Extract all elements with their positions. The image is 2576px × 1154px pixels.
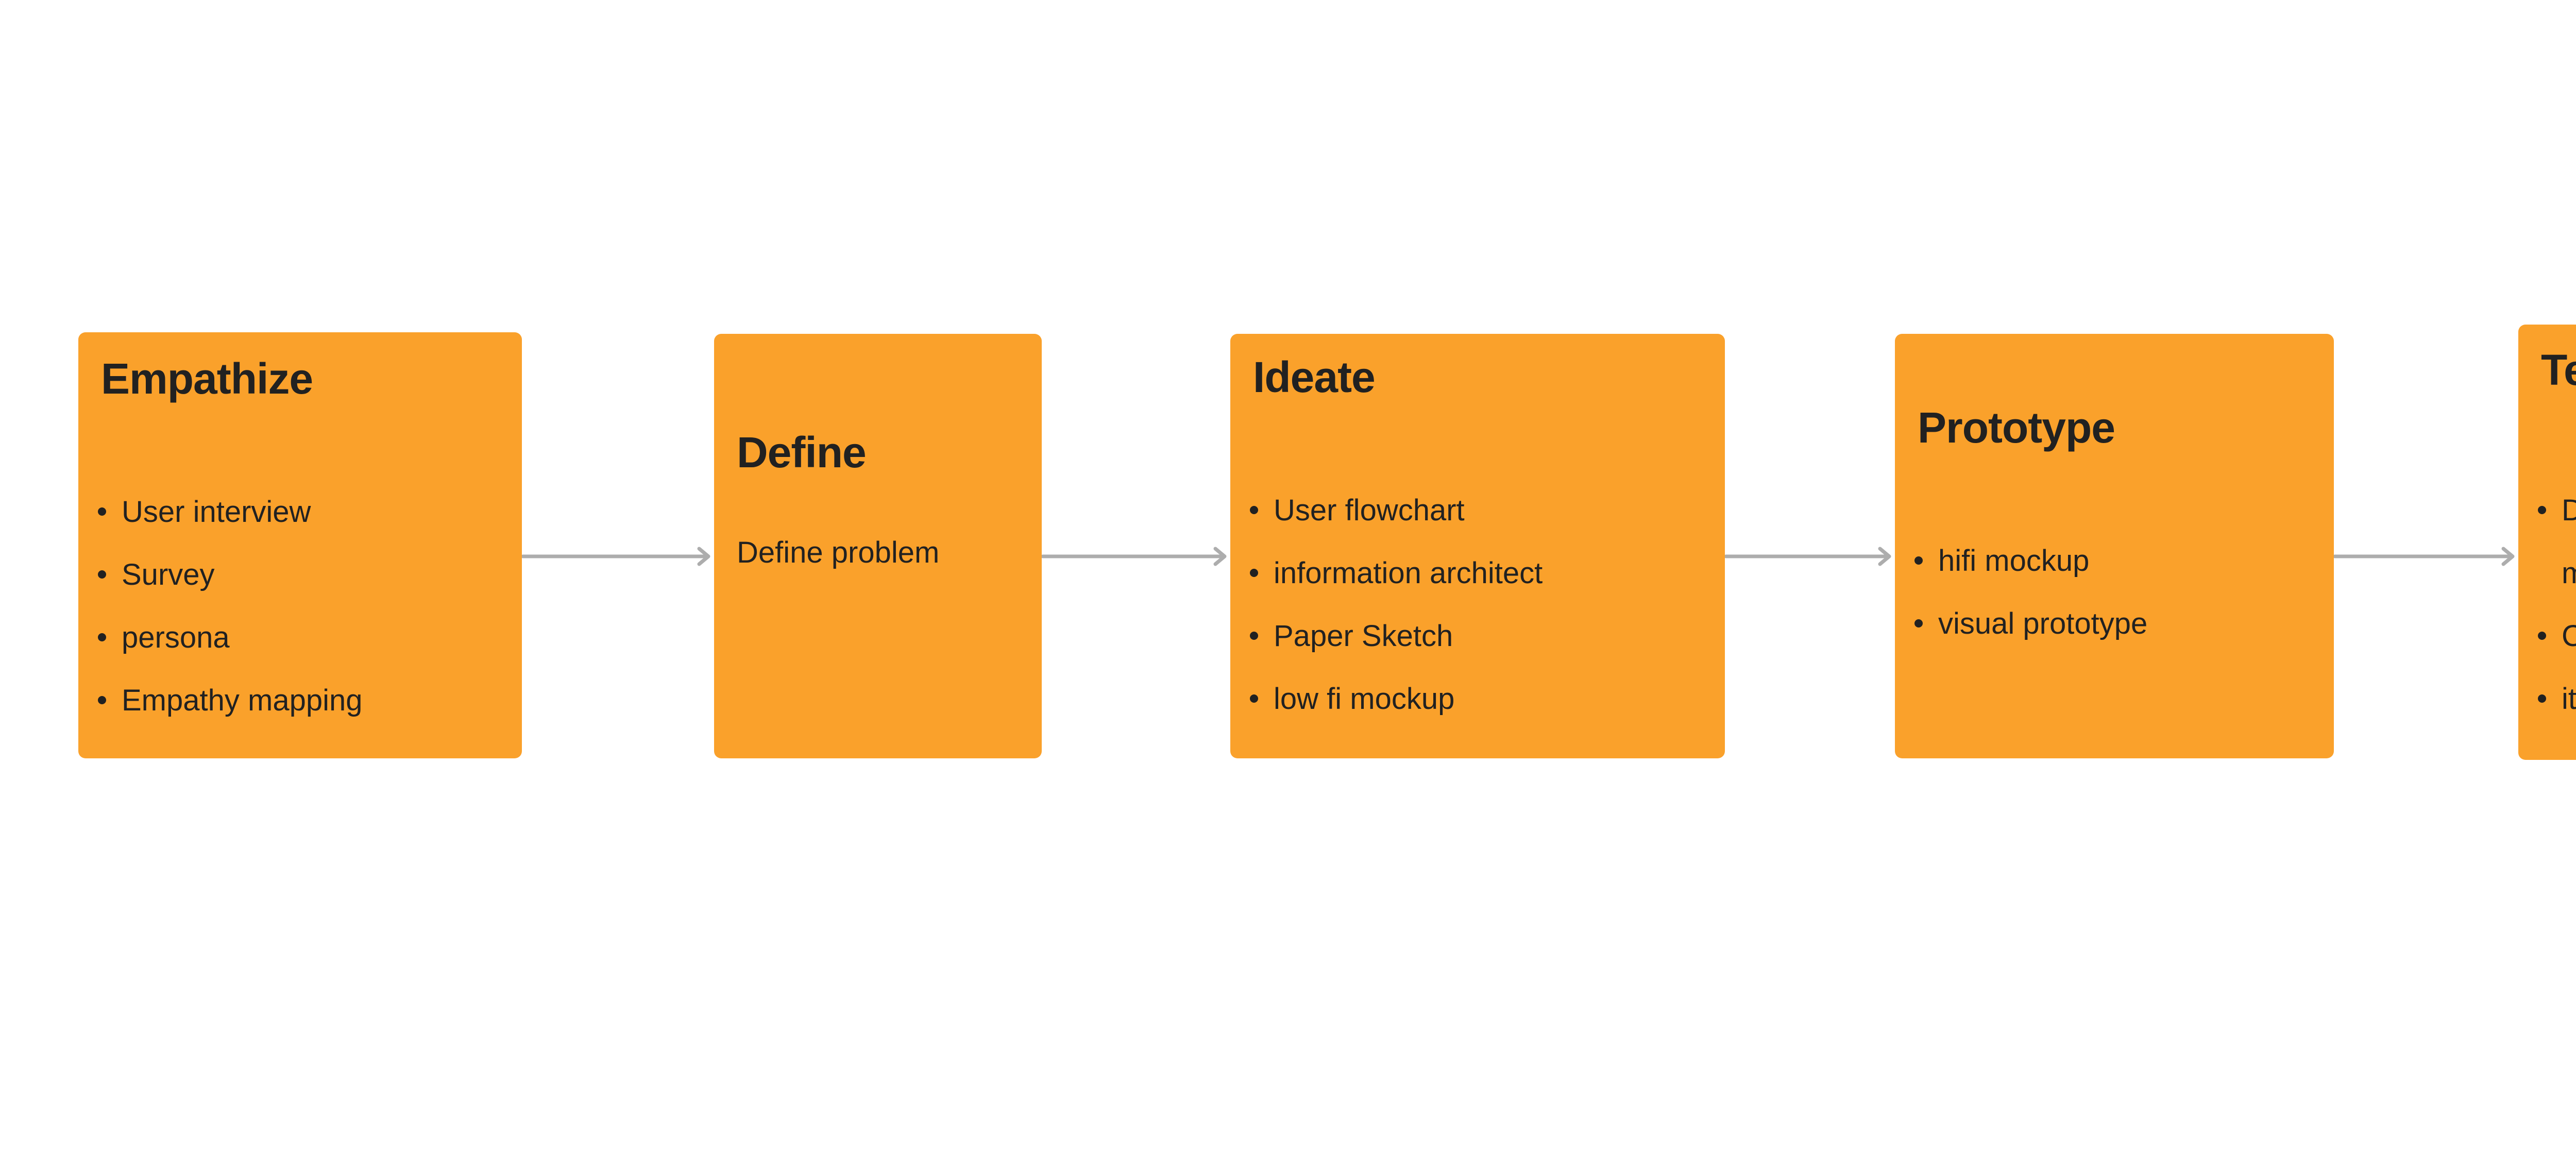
stage-title-test: Test	[2541, 346, 2576, 394]
list-item-label: Empathy mapping	[122, 684, 363, 717]
arrow-right-icon	[1724, 547, 1891, 566]
bullet-icon	[98, 696, 106, 704]
stage-list-ideate: User flowchart information architect Pap…	[1243, 479, 1543, 731]
list-item-label: persona	[122, 621, 230, 654]
list-item-label: Doing Test manually	[2562, 494, 2576, 590]
stage-title-ideate: Ideate	[1253, 353, 1376, 401]
bullet-icon	[1250, 506, 1258, 514]
arrow-right-icon	[521, 547, 710, 566]
list-item: visual prototype	[1907, 592, 2147, 655]
stage-card-empathize[interactable]: Empathize User interview Survey persona …	[78, 332, 522, 758]
stage-card-test[interactable]: Test Doing Test manually Collect feedbac…	[2518, 325, 2576, 760]
list-item-label: User flowchart	[1274, 494, 1465, 527]
list-item: User interview	[91, 481, 362, 544]
list-item-label: Paper Sketch	[1274, 619, 1453, 653]
list-item-label: Survey	[122, 558, 215, 591]
bullet-icon	[2538, 632, 2546, 640]
list-item: User flowchart	[1243, 479, 1543, 542]
bullet-icon	[1914, 619, 1923, 627]
list-item-label: Collect feedback	[2562, 619, 2576, 653]
list-item: Survey	[91, 544, 362, 606]
connector-arrow-ideate-to-prototype	[1724, 546, 1895, 567]
bullet-icon	[1250, 632, 1258, 640]
list-item: Empathy mapping	[91, 669, 362, 732]
bullet-icon	[2538, 694, 2546, 703]
bullet-icon	[1914, 556, 1923, 565]
bullet-icon	[98, 633, 106, 641]
connector-arrow-prototype-to-test	[2333, 546, 2518, 567]
stage-title-empathize: Empathize	[101, 354, 313, 403]
arrow-right-icon	[2333, 547, 2515, 566]
list-item-label: visual prototype	[1938, 607, 2148, 640]
stage-list-test: Doing Test manually Collect feedback ite…	[2531, 479, 2576, 731]
list-item: low fi mockup	[1243, 668, 1543, 731]
list-item: persona	[91, 606, 362, 669]
stage-title-define: Define	[737, 428, 867, 477]
list-item-label: iterate	[2562, 682, 2576, 716]
arrow-right-icon	[1041, 547, 1227, 566]
bullet-icon	[1250, 694, 1258, 703]
bullet-icon	[1250, 569, 1258, 577]
stage-paragraph-define: Define problem	[737, 536, 940, 569]
list-item: Paper Sketch	[1243, 605, 1543, 668]
list-item-label: User interview	[122, 495, 311, 529]
list-item: Doing Test manually	[2531, 479, 2576, 605]
stage-card-ideate[interactable]: Ideate User flowchart information archit…	[1230, 334, 1725, 758]
stage-title-prototype: Prototype	[1918, 403, 2115, 452]
bullet-icon	[98, 507, 106, 516]
connector-arrow-define-to-ideate	[1041, 546, 1230, 567]
list-item-label: low fi mockup	[1274, 682, 1455, 716]
list-item: hifi mockup	[1907, 530, 2147, 592]
list-item-label: hifi mockup	[1938, 544, 2090, 578]
stage-card-define[interactable]: Define Define problem	[714, 334, 1042, 758]
connector-arrow-empathize-to-define	[521, 546, 714, 567]
bullet-icon	[2538, 506, 2546, 514]
list-item-label: information architect	[1274, 556, 1543, 590]
list-item: iterate	[2531, 668, 2576, 731]
stage-list-prototype: hifi mockup visual prototype	[1907, 530, 2147, 655]
list-item: information architect	[1243, 542, 1543, 605]
bullet-icon	[98, 570, 106, 579]
list-item: Collect feedback	[2531, 605, 2576, 668]
stage-list-empathize: User interview Survey persona Empathy ma…	[91, 481, 362, 732]
stage-card-prototype[interactable]: Prototype hifi mockup visual prototype	[1895, 334, 2334, 758]
